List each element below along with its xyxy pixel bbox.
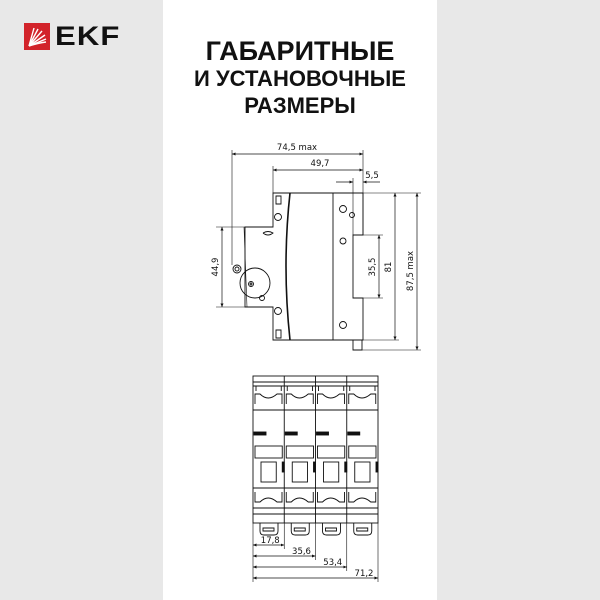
din-clip (353, 523, 373, 536)
knob (239, 267, 271, 299)
extension-lines (216, 150, 421, 351)
dimension-label: 35,6 (292, 547, 311, 557)
top-screw-clamp (254, 393, 283, 404)
dim-overall-height: 87,5 max (406, 251, 416, 291)
din-clip (290, 523, 310, 536)
contact-mark (375, 461, 379, 473)
side-view-labels: 74,5 max 49,7 5,5 44,9 35,5 81 87,5 max (211, 143, 416, 291)
din-clip (352, 340, 363, 351)
din-clip (259, 523, 279, 536)
title-line-3: РАЗМЕРЫ (244, 93, 356, 118)
dim-overall-depth: 74,5 max (277, 143, 317, 153)
bottom-screw-clamp (285, 492, 314, 503)
dim-din-slot: 35,5 (368, 258, 378, 277)
knob-pivot-center (249, 282, 253, 286)
side-view (216, 150, 421, 351)
indicator (323, 461, 340, 483)
knob-pivot (248, 281, 254, 287)
side-body-outline (244, 192, 364, 341)
terminal-marks (275, 195, 282, 339)
top-screw-clamp (348, 393, 377, 404)
toggle-lever (316, 431, 329, 436)
bottom-screw-clamp (317, 492, 345, 503)
dimension-lines (220, 152, 419, 350)
top-terminal (253, 381, 285, 391)
toggle-lever (284, 431, 298, 436)
bottom-terminal (284, 507, 316, 515)
page-title: ГАБАРИТНЫЕ И УСТАНОВОЧНЫЕ РАЗМЕРЫ (163, 38, 437, 119)
rivet (339, 321, 347, 329)
top-screw-clamp (317, 393, 345, 404)
dim-front-height: 44,9 (211, 258, 221, 277)
din-clip (322, 523, 341, 536)
left-side-panel (0, 0, 163, 600)
window (254, 445, 283, 459)
front-face-line (243, 226, 248, 308)
small-hole (259, 295, 265, 301)
bottom-terminal (346, 507, 378, 515)
dim-body-height: 81 (384, 262, 394, 273)
indicator (291, 461, 308, 483)
rivet (349, 212, 355, 218)
dimension-label: 17,8 (261, 536, 280, 546)
lever-pin-center (234, 266, 240, 272)
front-curve (285, 192, 291, 341)
front-view-dimensions: 17,8 35,6 53,4 71,2 (253, 523, 379, 582)
window (348, 445, 377, 459)
dim-offset: 5,5 (365, 171, 379, 181)
dim-body-depth: 49,7 (311, 159, 330, 169)
toggle-lever (347, 431, 361, 436)
toggle-lever (253, 431, 267, 436)
title-line-2: И УСТАНОВОЧНЫЕ (194, 66, 406, 91)
dimension-label: 71,2 (355, 569, 374, 579)
bottom-screw-clamp (254, 492, 283, 503)
title-line-1: ГАБАРИТНЫЕ (205, 36, 395, 66)
window (285, 445, 314, 459)
screw-hole (274, 213, 282, 221)
ekf-logo: EKF (24, 23, 119, 50)
logo-text: EKF (55, 21, 121, 51)
dimension-label: 53,4 (323, 558, 342, 568)
lever-pin (232, 264, 242, 274)
bottom-terminal (315, 507, 347, 515)
rivet (339, 237, 347, 245)
top-terminal (284, 381, 316, 391)
bottom-terminal (253, 507, 285, 515)
indicator (260, 461, 277, 483)
top-terminal (315, 381, 347, 391)
logo-mark-icon (24, 23, 50, 50)
slot (262, 231, 274, 236)
top-terminal (346, 381, 378, 391)
indicator (354, 461, 371, 483)
right-side-panel (437, 0, 600, 600)
top-screw-clamp (285, 393, 314, 404)
window (317, 445, 346, 459)
bottom-screw-clamp (348, 492, 377, 503)
screw-hole (274, 307, 282, 315)
rivet (339, 205, 347, 213)
